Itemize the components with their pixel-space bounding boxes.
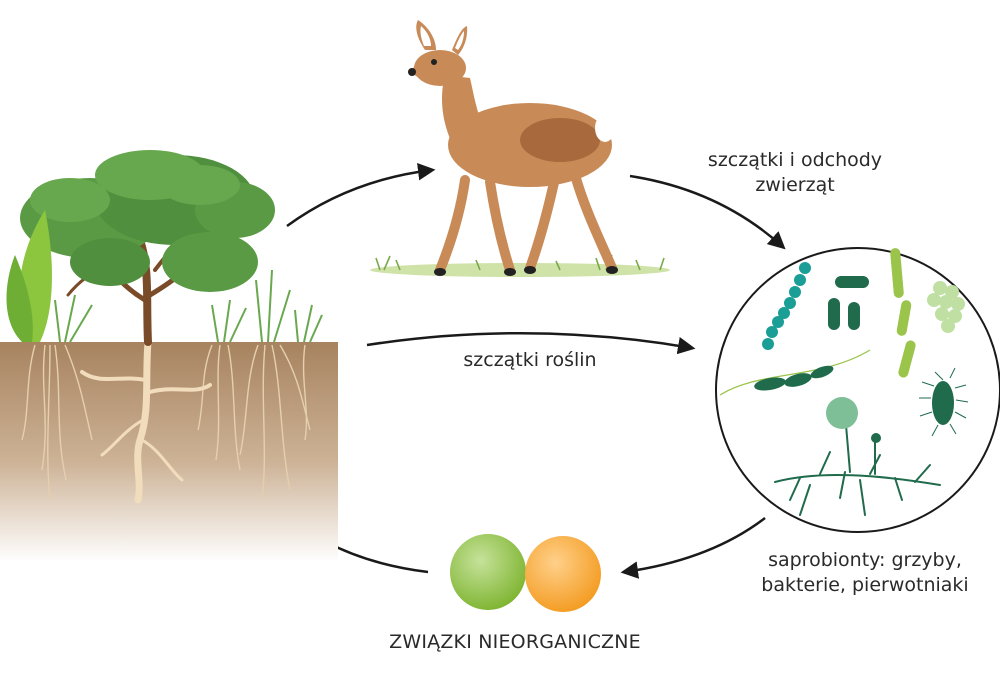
deer-body-shade [520,118,600,162]
ball-orange [525,536,601,612]
microbe-filament [719,349,871,396]
label-inorganic-compounds: ZWIĄZKI NIEORGANICZNE [389,631,641,653]
deer-ground-grass [370,263,670,277]
deer-legs [435,170,617,275]
label-animal-remains: szczątki i odchody zwierząt [700,148,890,198]
microbe-bacilli-chain [890,248,916,378]
microbe-ciliate [919,367,969,437]
arrow-plants-to-saprobionts [366,331,696,355]
microbe-mycelium [774,397,941,516]
microbe-streptococci [762,262,811,350]
tap-root [80,338,212,504]
microorganisms-circle [715,247,1000,533]
microbe-staphylococci [927,281,965,333]
deer-neck [442,75,490,150]
cycle-arrows [270,163,786,579]
deer-snout [410,62,422,80]
arrow-saprobionts-to-inorganic [620,517,766,579]
soil-block [0,342,338,562]
deer-eye [431,59,437,65]
grass-roots [21,344,311,501]
grass-blades [54,269,323,343]
shrub-foliage [20,150,275,292]
label-plant-remains: szczątki roślin [463,349,597,371]
deer-hooves [434,266,618,276]
label-animal-remains-line1: szczątki i odchody [707,149,883,171]
plant-soil-illustration [0,150,338,562]
arrow-animal-to-saprobionts [629,174,786,250]
label-saprobionts-line2: bakterie, pierwotniaki [761,574,969,596]
microbe-rods [828,276,869,330]
label-saprobionts-line1: saprobionty: grzyby, [768,549,962,571]
deer-nose [408,68,416,76]
arrow-plants-to-animal [286,163,436,228]
deer-tail [595,114,615,142]
label-saprobionts: saprobionty: grzyby, bakterie, pierwotni… [735,548,995,598]
deer-head [414,50,466,86]
deer-illustration [370,20,670,277]
inorganic-compounds-balls [450,534,601,612]
label-animal-remains-line2: zwierząt [755,174,835,196]
ball-green [450,534,526,610]
microbe-border [715,247,1000,533]
broad-leaves [6,210,52,342]
